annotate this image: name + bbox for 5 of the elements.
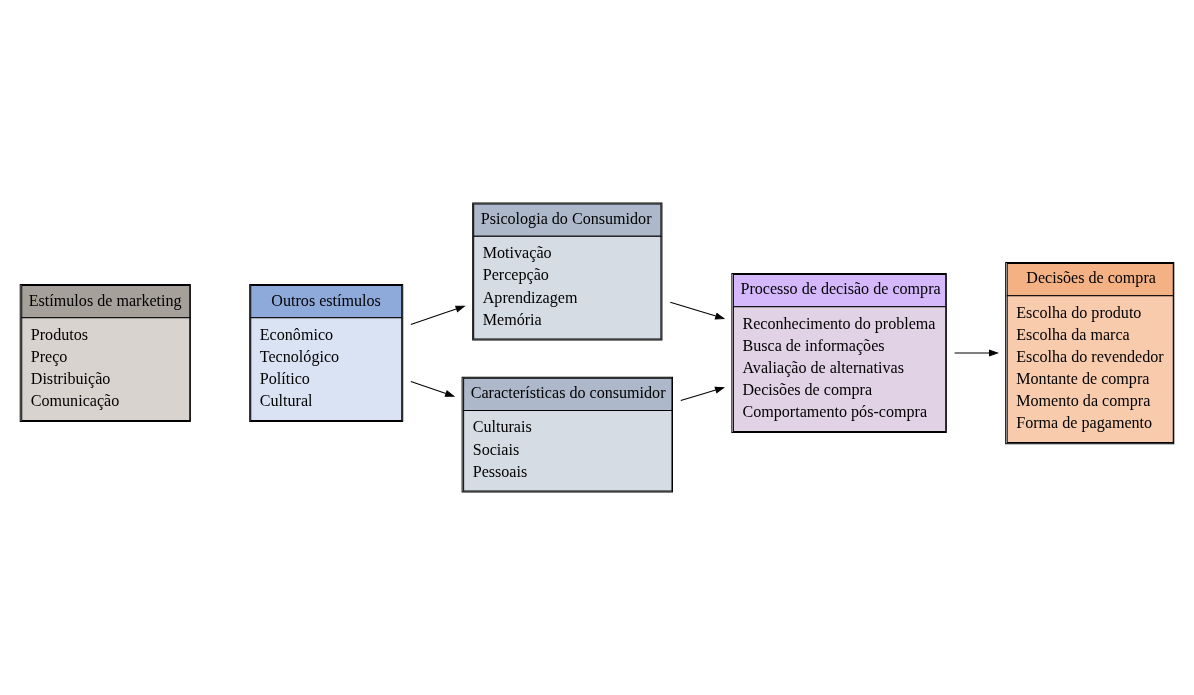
arrow (410, 381, 456, 397)
arrow (680, 386, 726, 402)
arrow (669, 301, 726, 320)
arrow (410, 305, 466, 326)
arrow (954, 349, 1000, 357)
